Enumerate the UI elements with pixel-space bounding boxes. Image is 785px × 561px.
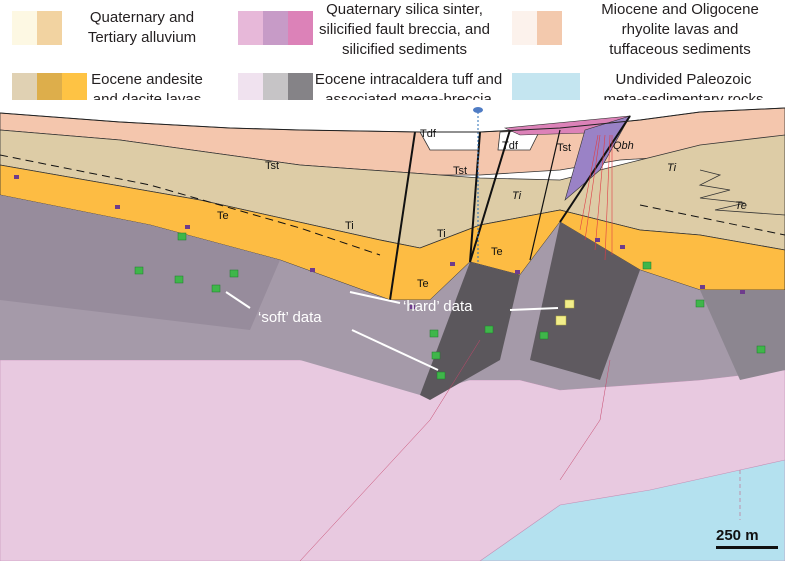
subsurface-line [559, 359, 611, 481]
topography-line [0, 107, 785, 133]
unit-label-te: Te [417, 278, 429, 290]
legend-label: Miocene and Oligocene rhyolite lavas and… [601, 1, 759, 58]
swatch [12, 11, 37, 45]
legend: Quaternary and Tertiary alluvium Quatern… [0, 0, 785, 112]
alluvium-swatches [12, 11, 62, 45]
well-head-icon [473, 107, 483, 113]
scale-bar: 250 m [716, 527, 778, 549]
swatch [288, 11, 313, 45]
unit-label-ti: Ti [437, 228, 446, 240]
soft-data-markers [134, 232, 766, 380]
swatch [37, 11, 62, 45]
dashed-contact [639, 204, 785, 236]
unit-label-ti: Ti [345, 220, 354, 232]
unit-label-ti: Ti [667, 162, 677, 174]
soft-callout-line [225, 291, 251, 309]
legend-label: Quaternary and Tertiary alluvium [87, 9, 197, 46]
unit-label-te: Te [491, 246, 503, 258]
swatch [238, 11, 263, 45]
unit-label-qbh: Qbh [613, 140, 634, 152]
subsurface-line [299, 339, 481, 561]
unit-label-tdf: Tdf [502, 140, 518, 152]
zigzag-contact [698, 169, 785, 216]
hard-callout-line [349, 291, 401, 304]
tuff-shade-left [0, 195, 280, 330]
qbh-wedge [564, 115, 631, 201]
surface-markers [14, 175, 745, 309]
unit-label-ti: Ti [512, 190, 522, 202]
sinter-swatches [238, 11, 313, 45]
soft-callout-line [351, 329, 439, 371]
scale-bar-line [716, 546, 778, 549]
tuff-mid-block [700, 290, 785, 380]
unit-label-tst: Tst [453, 165, 468, 177]
unit-label-tst: Tst [265, 160, 280, 172]
dashed-contact [0, 154, 381, 256]
drill-holes [579, 134, 613, 261]
unit-label-tdf: Tdf [420, 128, 436, 140]
cross-section-diagram [0, 100, 785, 561]
unit-label-te: Te [217, 210, 229, 222]
swatch [537, 11, 562, 45]
unit-label-tst: Tst [557, 142, 572, 154]
legend-label: Quaternary silica sinter, silicified fau… [319, 1, 490, 58]
hard-callout-line [509, 307, 559, 311]
tuff-dark-block [420, 262, 520, 400]
scale-bar-label: 250 m [716, 527, 759, 544]
swatch [263, 11, 288, 45]
rhyolite-swatches [512, 11, 562, 45]
fault-line [469, 129, 511, 263]
fault-line [529, 129, 561, 261]
fault-line [389, 131, 416, 301]
soft-data-callout: ‘soft’ data [258, 309, 322, 326]
hard-data-markers [555, 299, 575, 326]
swatch [512, 11, 537, 45]
unit-label-te: Te [735, 200, 747, 212]
tuff-dark-block [530, 222, 640, 380]
hard-data-callout: ‘hard’ data [403, 298, 473, 315]
